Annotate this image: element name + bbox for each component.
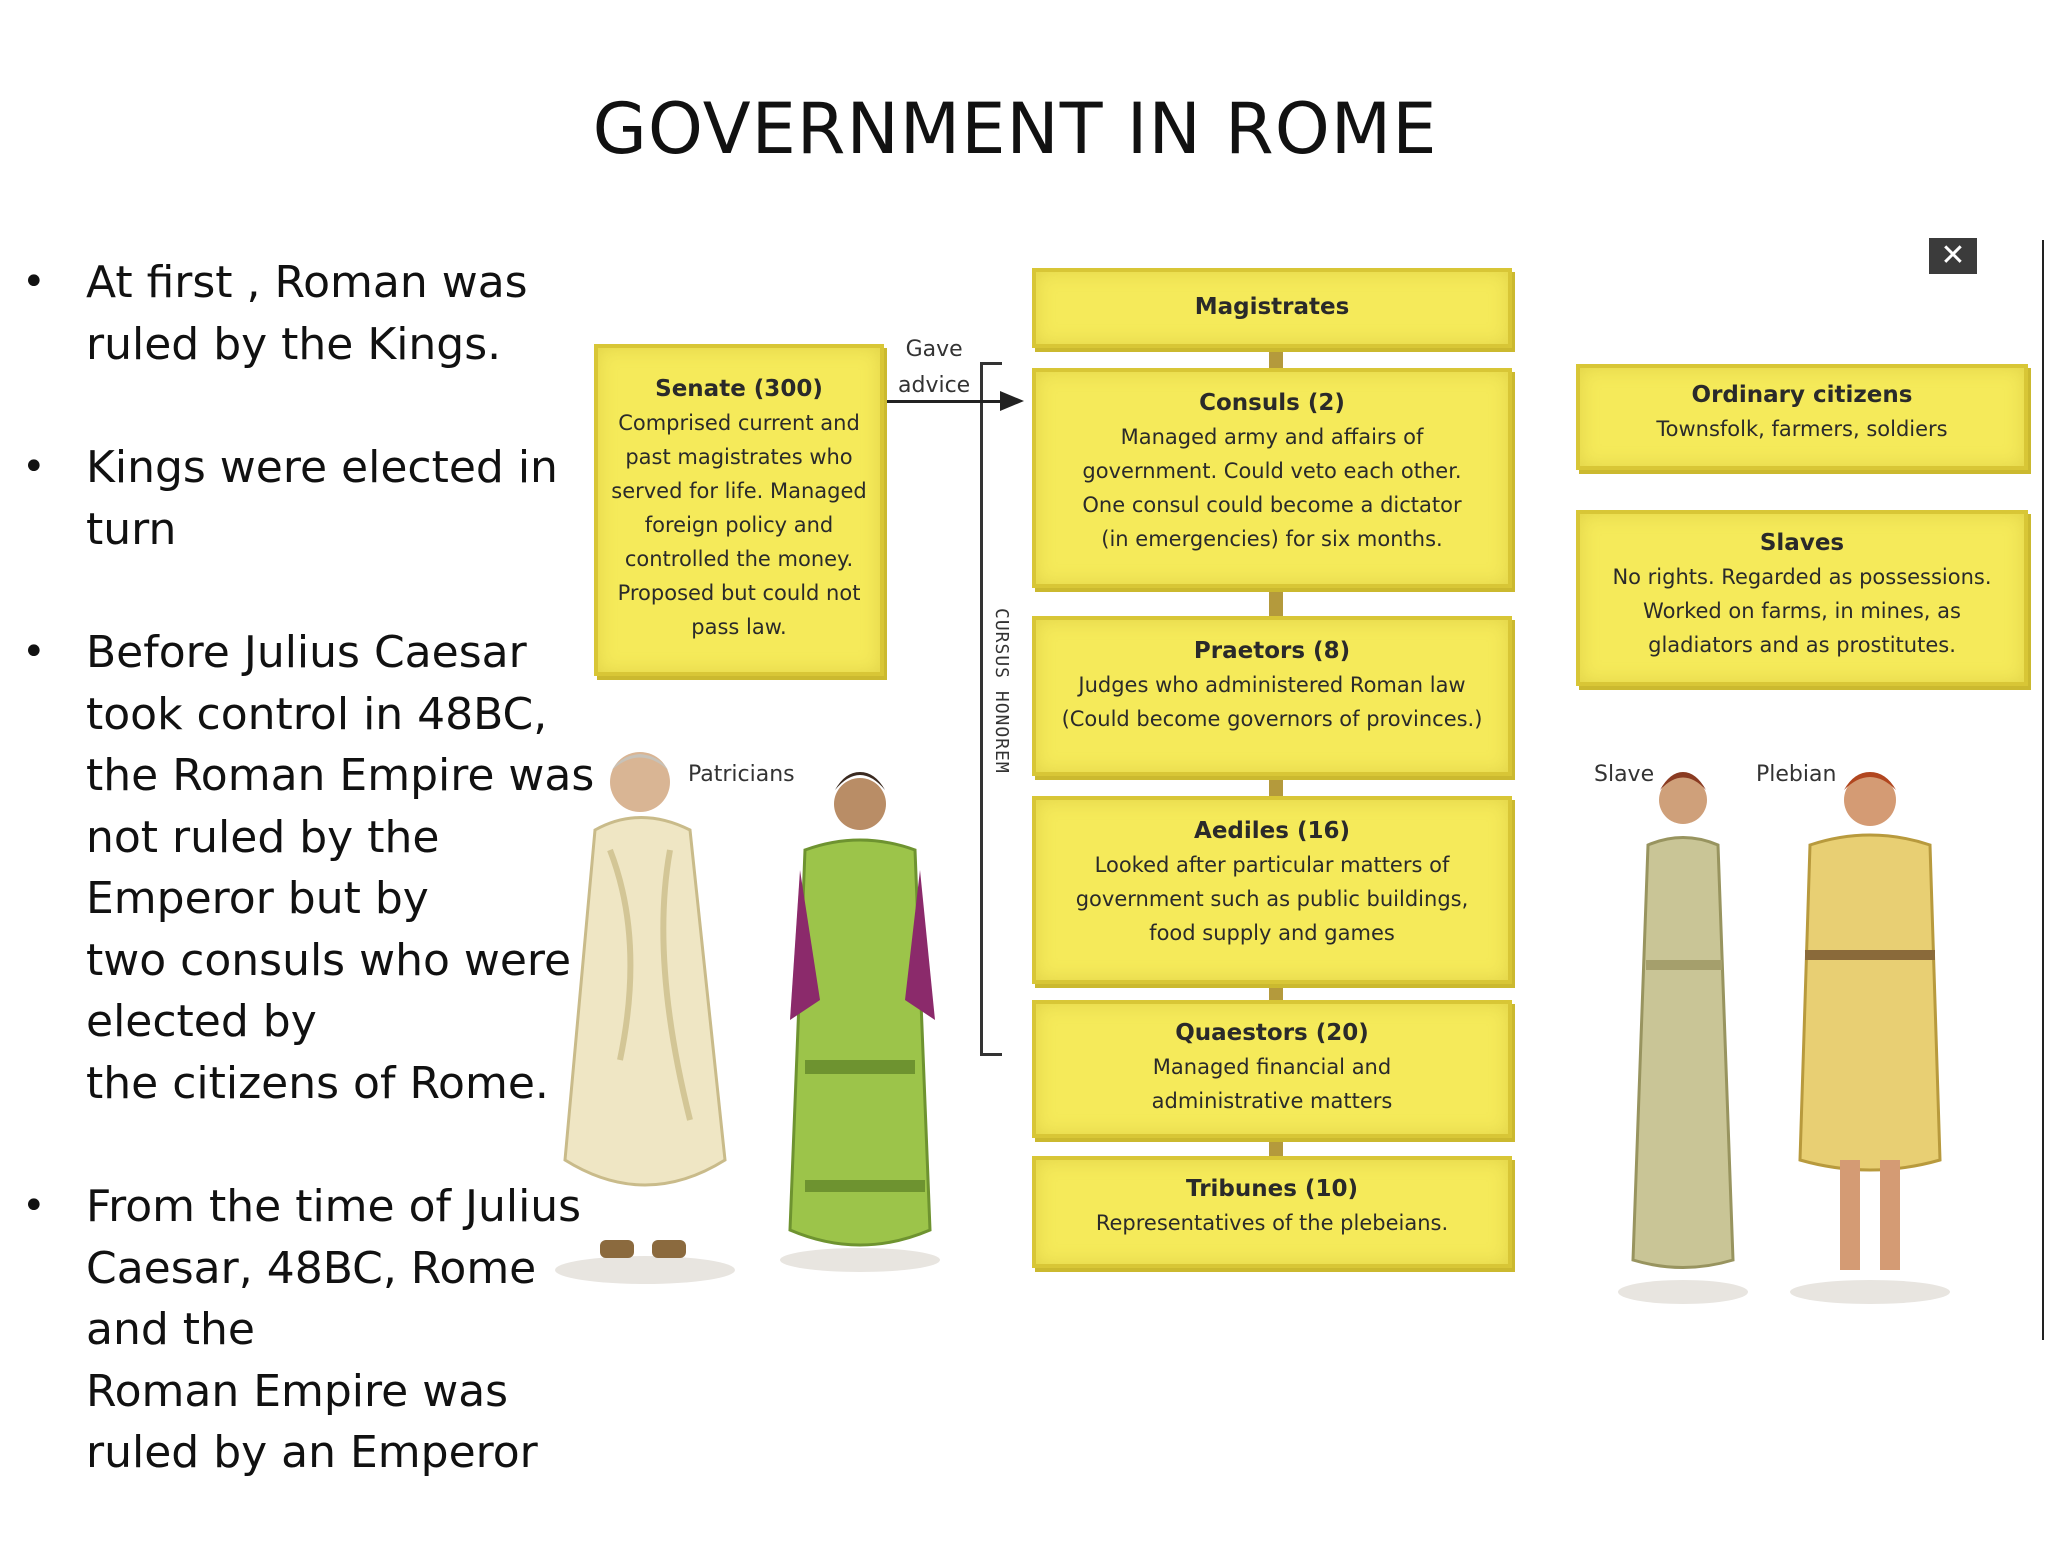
close-icon[interactable]: ✕ [1929, 238, 1977, 274]
patrician-woman-illustration [780, 772, 940, 1272]
bullet-item: Kings were elected in turn [22, 437, 582, 560]
panel-line: Townsfolk, farmers, soldiers [1656, 417, 1948, 441]
panel-title: Quaestors (20) [1175, 1020, 1369, 1046]
tribunes-panel: Tribunes (10) Representatives of the ple… [1032, 1156, 1512, 1268]
bullet-line: took control in 48BC, [86, 688, 548, 740]
bullet-line: At first , Roman was [86, 257, 528, 308]
advice-arrow-line [882, 400, 1000, 403]
panel-title: Consuls (2) [1199, 390, 1345, 416]
consuls-panel: Consuls (2) Managed army and affairs of … [1032, 368, 1512, 588]
bullet-item: Before Julius Caesar took control in 48B… [22, 622, 595, 1114]
panel-title: Aediles (16) [1194, 818, 1350, 844]
bullet-line: and the [86, 1304, 255, 1355]
bullet-item: From the time of Julius Caesar, 48BC, Ro… [22, 1176, 582, 1484]
arrow-head-icon [1000, 391, 1024, 411]
bullet-line: Kings were elected in [86, 442, 558, 493]
panel-line: Looked after particular matters of [1094, 853, 1450, 877]
bullet-line: Emperor but by [86, 873, 429, 924]
panel-line: Proposed but could not [617, 581, 861, 605]
bullet-line: the citizens of Rome. [86, 1057, 549, 1109]
gave-advice-label: Gave advice [898, 332, 970, 404]
bullet-item: At first , Roman was ruled by the Kings. [22, 252, 582, 375]
magistrates-panel: Magistrates [1032, 268, 1512, 348]
slave-illustration [1618, 772, 1748, 1304]
cursus-bracket-vertical [980, 362, 983, 1056]
bullet-line: ruled by an Emperor [86, 1427, 538, 1478]
aediles-panel: Aediles (16) Looked after particular mat… [1032, 796, 1512, 984]
bullet-line: Before Julius Caesar [86, 627, 527, 678]
bullet-line: ruled by the Kings. [86, 318, 502, 370]
panel-title: Tribunes (10) [1186, 1176, 1358, 1202]
panel-line: government. Could veto each other. [1082, 459, 1462, 483]
panel-line: served for life. Managed [611, 479, 867, 503]
bullet-line: two consuls who were [86, 934, 572, 986]
quaestors-panel: Quaestors (20) Managed financial and adm… [1032, 1000, 1512, 1138]
senate-panel: Senate (300) Comprised current and past … [594, 344, 884, 676]
panel-line: One consul could become a dictator [1082, 493, 1462, 517]
bullet-line: elected by [86, 996, 317, 1047]
panel-line: foreign policy and [644, 513, 834, 537]
panel-line: Worked on farms, in mines, as [1643, 599, 1961, 623]
patrician-man-illustration [555, 752, 735, 1284]
slaves-panel: Slaves No rights. Regarded as possession… [1576, 510, 2028, 686]
gave-advice-line: advice [898, 373, 971, 398]
panel-line: Representatives of the plebeians. [1095, 1211, 1449, 1235]
panel-line: administrative matters [1151, 1089, 1393, 1113]
panel-title: Ordinary citizens [1691, 382, 1913, 408]
patricians-label: Patricians [688, 762, 795, 787]
gave-advice-line: Gave [905, 337, 963, 362]
cursus-bracket-bottom [980, 1053, 1002, 1056]
bullet-line: the Roman Empire was [86, 750, 595, 801]
bullet-line: From the time of Julius [86, 1181, 582, 1232]
panel-line: past magistrates who [625, 445, 853, 469]
panel-title: Magistrates [1194, 294, 1350, 320]
plebian-illustration [1790, 772, 1950, 1304]
panel-line: (Could become governors of provinces.) [1061, 707, 1483, 731]
panel-title: Praetors (8) [1193, 638, 1351, 664]
cursus-honorem-label: CURSUS HONOREM [991, 608, 1012, 774]
bullet-list: At first , Roman was ruled by the Kings.… [22, 252, 595, 1546]
panel-title: Senate (300) [655, 376, 823, 402]
panel-line: food supply and games [1149, 921, 1395, 945]
praetors-panel: Praetors (8) Judges who administered Rom… [1032, 616, 1512, 776]
cursus-bracket-top [980, 362, 1002, 365]
panel-line: gladiators and as prostitutes. [1648, 633, 1956, 657]
right-edge-divider [2042, 240, 2044, 1340]
bullet-line: Caesar, 48BC, Rome [86, 1242, 537, 1294]
panel-line: No rights. Regarded as possessions. [1612, 565, 1992, 589]
panel-title: Slaves [1759, 530, 1845, 556]
bullet-line: turn [86, 503, 177, 555]
panel-line: Comprised current and [618, 411, 860, 435]
panel-line: government such as public buildings, [1075, 887, 1469, 911]
slave-label: Slave [1594, 762, 1655, 787]
panel-line: pass law. [691, 615, 787, 639]
panel-line: (in emergencies) for six months. [1101, 527, 1443, 551]
slide-title: GOVERNMENT IN ROME [592, 88, 1438, 170]
panel-line: controlled the money. [624, 547, 854, 571]
panel-line: Judges who administered Roman law [1078, 673, 1466, 697]
bullet-line: Roman Empire was [86, 1365, 509, 1417]
bullet-line: not ruled by the [86, 811, 440, 863]
ordinary-citizens-panel: Ordinary citizens Townsfolk, farmers, so… [1576, 364, 2028, 470]
panel-line: Managed army and affairs of [1120, 425, 1424, 449]
panel-line: Managed financial and [1152, 1055, 1392, 1079]
plebian-label: Plebian [1756, 762, 1837, 787]
